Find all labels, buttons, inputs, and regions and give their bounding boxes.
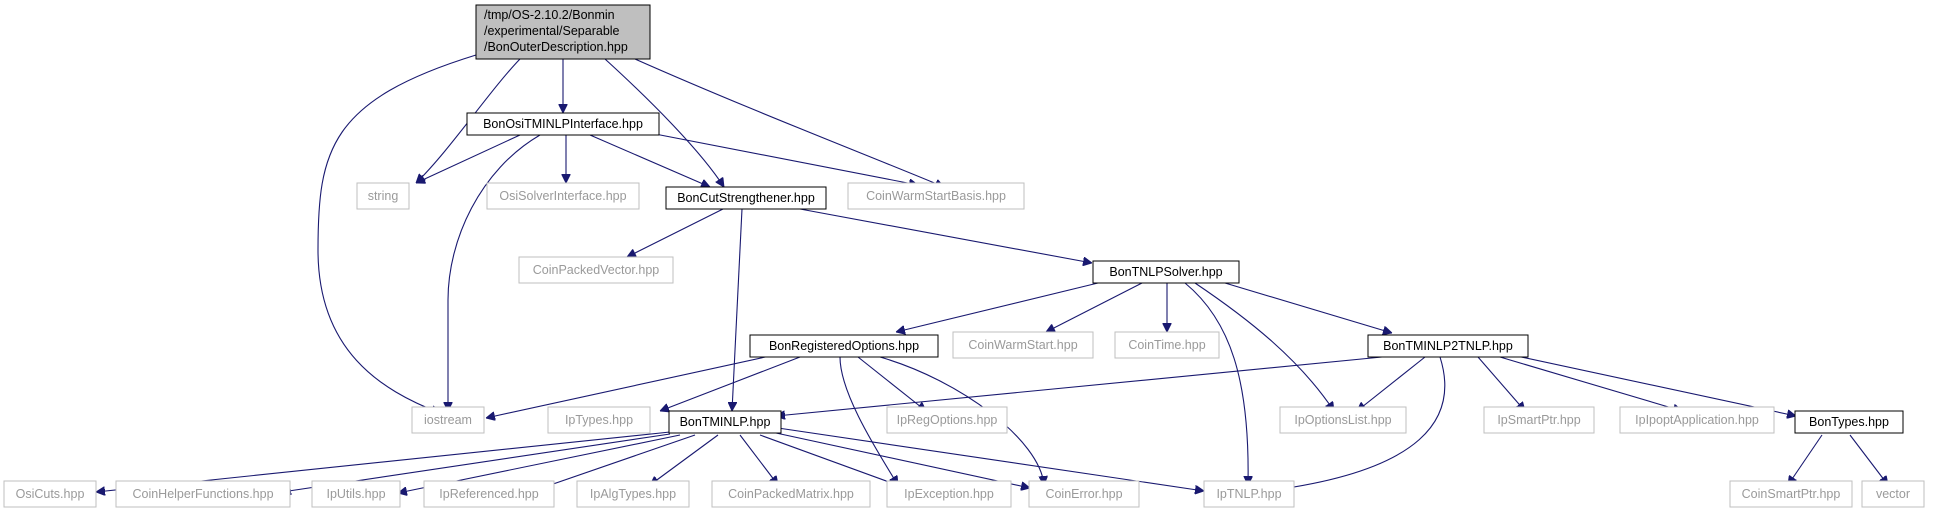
- node-label: IpUtils.hpp: [326, 487, 385, 501]
- node-label: IpTypes.hpp: [565, 413, 633, 427]
- node-IpException: IpException.hpp: [886, 480, 1012, 508]
- node-CoinHelperFunctions: CoinHelperFunctions.hpp: [115, 480, 291, 508]
- node-BonOsiTMINLPInterface[interactable]: BonOsiTMINLPInterface.hpp: [466, 112, 660, 136]
- root-line-1: /tmp/OS-2.10.2/Bonmin: [484, 8, 615, 22]
- edge-BonOsiTMINLPInterface-to-CoinWarmStartBasis: [649, 132, 918, 185]
- node-label: IpSmartPtr.hpp: [1497, 413, 1580, 427]
- node-BonRegisteredOptions[interactable]: BonRegisteredOptions.hpp: [749, 334, 939, 358]
- node-CoinPackedVector: CoinPackedVector.hpp: [518, 256, 674, 284]
- node-root[interactable]: /tmp/OS-2.10.2/Bonmin /experimental/Sepa…: [475, 4, 651, 60]
- node-IpRegOptions: IpRegOptions.hpp: [886, 406, 1008, 434]
- node-label: CoinPackedMatrix.hpp: [728, 487, 854, 501]
- node-label: CoinPackedVector.hpp: [533, 263, 660, 277]
- edge-BonTMINLP-to-IpAlgTypes: [650, 434, 719, 485]
- edge-root-to-CoinWarmStartBasis: [634, 58, 944, 187]
- edge-BonTMINLP-to-IpException: [759, 434, 900, 486]
- node-label: IpTNLP.hpp: [1216, 487, 1281, 501]
- node-iostream: iostream: [411, 406, 485, 434]
- node-label: IpAlgTypes.hpp: [590, 487, 676, 501]
- node-label: OsiCuts.hpp: [16, 487, 85, 501]
- edge-BonRegisteredOptions-to-IpTypes: [660, 356, 801, 411]
- node-IpSmartPtr: IpSmartPtr.hpp: [1483, 406, 1595, 434]
- node-label: BonRegisteredOptions.hpp: [769, 339, 919, 353]
- edge-BonCutStrengthener-to-BonTMINLP: [732, 208, 743, 411]
- edge-BonCutStrengthener-to-CoinPackedVector: [627, 208, 724, 258]
- node-label: CoinWarmStartBasis.hpp: [866, 189, 1006, 203]
- node-label: BonTMINLP.hpp: [680, 415, 771, 429]
- edge-BonTMINLP2TNLP-to-IpTNLP: [1274, 356, 1446, 490]
- node-IpReferenced: IpReferenced.hpp: [423, 480, 555, 508]
- nodes: /tmp/OS-2.10.2/Bonmin /experimental/Sepa…: [3, 4, 1925, 508]
- edge-BonTNLPSolver-to-CoinWarmStart: [1046, 282, 1143, 333]
- node-BonTNLPSolver[interactable]: BonTNLPSolver.hpp: [1092, 260, 1240, 284]
- node-label: BonCutStrengthener.hpp: [677, 191, 815, 205]
- node-IpOptionsList: IpOptionsList.hpp: [1279, 406, 1407, 434]
- node-label: BonTypes.hpp: [1809, 415, 1889, 429]
- node-label: CoinTime.hpp: [1128, 338, 1205, 352]
- edge-BonTMINLP-to-CoinError: [775, 432, 1030, 488]
- node-CoinSmartPtr: CoinSmartPtr.hpp: [1729, 480, 1853, 508]
- node-label: BonTNLPSolver.hpp: [1109, 265, 1222, 279]
- node-label: CoinHelperFunctions.hpp: [132, 487, 273, 501]
- node-label: IpRegOptions.hpp: [897, 413, 998, 427]
- edge-BonTMINLP2TNLP-to-IpIpoptApplication: [1499, 356, 1682, 411]
- node-label: IpReferenced.hpp: [439, 487, 538, 501]
- node-label: vector: [1876, 487, 1910, 501]
- edge-BonTMINLP2TNLP-to-BonTypes: [1511, 354, 1796, 416]
- node-CoinWarmStartBasis: CoinWarmStartBasis.hpp: [847, 182, 1025, 210]
- edge-BonTNLPSolver-to-IpTNLP: [1184, 282, 1248, 485]
- edge-BonTMINLP2TNLP-to-BonTMINLP: [776, 356, 1383, 416]
- edge-BonTNLPSolver-to-BonRegisteredOptions: [896, 282, 1099, 332]
- node-OsiSolverInterface: OsiSolverInterface.hpp: [486, 182, 640, 210]
- edge-BonTMINLP2TNLP-to-IpSmartPtr: [1477, 356, 1525, 411]
- edge-BonTypes-to-CoinSmartPtr: [1788, 434, 1823, 485]
- node-BonCutStrengthener[interactable]: BonCutStrengthener.hpp: [665, 186, 827, 210]
- node-label: string: [368, 189, 399, 203]
- node-IpTNLP: IpTNLP.hpp: [1203, 480, 1295, 508]
- node-IpIpoptApplication: IpIpoptApplication.hpp: [1619, 406, 1775, 434]
- node-BonTypes[interactable]: BonTypes.hpp: [1794, 410, 1904, 434]
- node-string: string: [356, 182, 410, 210]
- node-BonTMINLP[interactable]: BonTMINLP.hpp: [668, 410, 782, 434]
- root-line-3: /BonOuterDescription.hpp: [484, 40, 628, 54]
- node-CoinWarmStart: CoinWarmStart.hpp: [952, 331, 1094, 359]
- edge-BonCutStrengthener-to-BonTNLPSolver: [799, 208, 1092, 263]
- edge-BonTMINLP-to-CoinPackedMatrix: [739, 434, 778, 485]
- node-CoinError: CoinError.hpp: [1028, 480, 1140, 508]
- node-label: IpIpoptApplication.hpp: [1635, 413, 1759, 427]
- node-label: CoinWarmStart.hpp: [968, 338, 1077, 352]
- node-vector: vector: [1861, 480, 1925, 508]
- edge-BonTNLPSolver-to-IpOptionsList: [1194, 282, 1334, 411]
- node-label: iostream: [424, 413, 472, 427]
- node-label: CoinSmartPtr.hpp: [1742, 487, 1841, 501]
- edge-BonOsiTMINLPInterface-to-iostream: [448, 134, 541, 411]
- edge-BonRegisteredOptions-to-IpException: [839, 356, 898, 485]
- node-label: OsiSolverInterface.hpp: [499, 189, 626, 203]
- edge-root-to-BonCutStrengthener: [604, 58, 724, 187]
- edge-BonTypes-to-vector: [1849, 434, 1888, 485]
- edge-BonRegisteredOptions-to-iostream: [486, 355, 771, 418]
- node-label: BonOsiTMINLPInterface.hpp: [483, 117, 643, 131]
- node-IpTypes: IpTypes.hpp: [547, 406, 651, 434]
- node-IpUtils: IpUtils.hpp: [311, 480, 401, 508]
- root-line-2: /experimental/Separable: [484, 24, 620, 38]
- node-label: IpException.hpp: [904, 487, 994, 501]
- edge-BonTMINLP-to-IpReferenced: [530, 434, 696, 492]
- node-label: CoinError.hpp: [1045, 487, 1122, 501]
- node-label: BonTMINLP2TNLP.hpp: [1383, 339, 1513, 353]
- node-CoinPackedMatrix: CoinPackedMatrix.hpp: [711, 480, 871, 508]
- node-IpAlgTypes: IpAlgTypes.hpp: [576, 480, 690, 508]
- node-CoinTime: CoinTime.hpp: [1114, 331, 1220, 359]
- node-OsiCuts: OsiCuts.hpp: [3, 480, 97, 508]
- edge-BonTMINLP2TNLP-to-IpOptionsList: [1357, 356, 1426, 411]
- edge-root-to-iostream: [317, 54, 477, 413]
- node-BonTMINLP2TNLP[interactable]: BonTMINLP2TNLP.hpp: [1367, 334, 1529, 358]
- edge-BonOsiTMINLPInterface-to-string: [416, 134, 521, 183]
- edge-BonTNLPSolver-to-BonTMINLP2TNLP: [1224, 282, 1392, 333]
- node-label: IpOptionsList.hpp: [1294, 413, 1391, 427]
- edge-BonOsiTMINLPInterface-to-BonCutStrengthener: [589, 134, 710, 187]
